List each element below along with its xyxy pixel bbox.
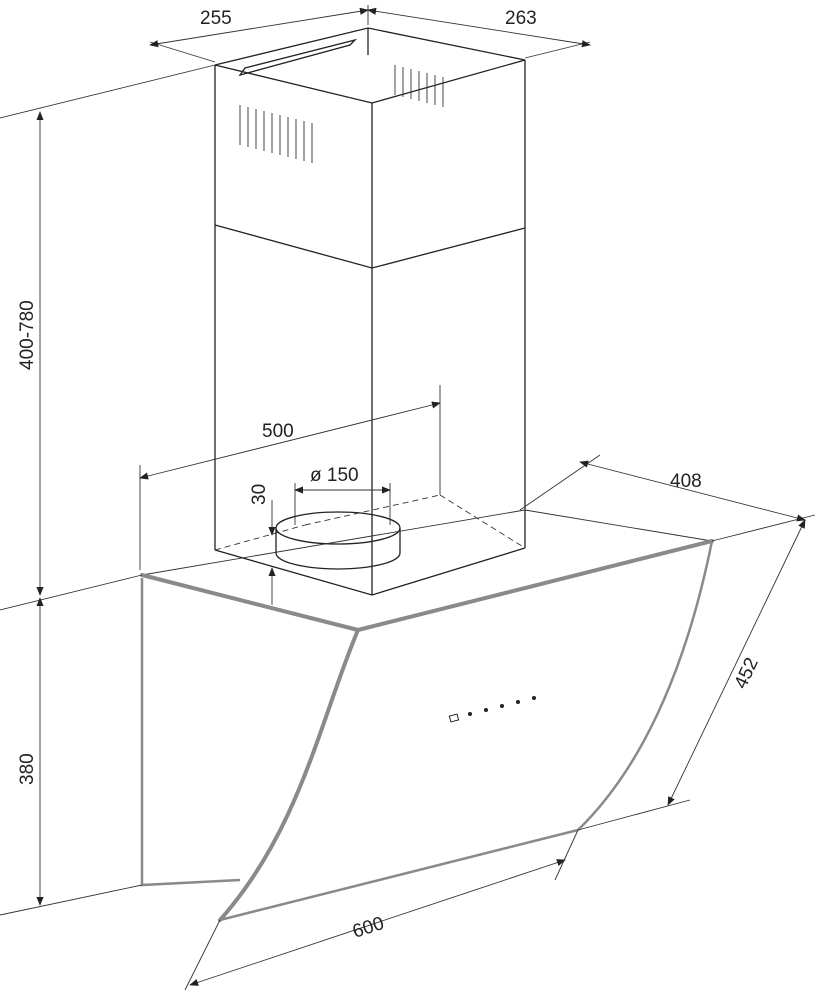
dim-chimney-height: 400-780 <box>17 300 38 370</box>
dim-chimney-width: 263 <box>505 8 537 29</box>
dim-mount-width: 500 <box>262 421 294 442</box>
chimney <box>214 27 526 596</box>
dim-hood-height: 380 <box>17 753 38 785</box>
dim-glass-height: 452 <box>730 655 762 693</box>
dim-collar-height: 30 <box>249 484 270 505</box>
vent-slots-icon <box>239 65 444 163</box>
control-buttons-icon <box>448 696 536 723</box>
dim-duct-diameter: ø 150 <box>310 465 359 486</box>
duct-collar <box>275 511 401 570</box>
hood-body <box>140 509 714 922</box>
dim-hood-width: 600 <box>350 913 387 943</box>
dimension-lines <box>0 5 816 991</box>
dim-hood-depth: 408 <box>670 471 702 492</box>
dim-chimney-depth: 255 <box>200 8 232 29</box>
